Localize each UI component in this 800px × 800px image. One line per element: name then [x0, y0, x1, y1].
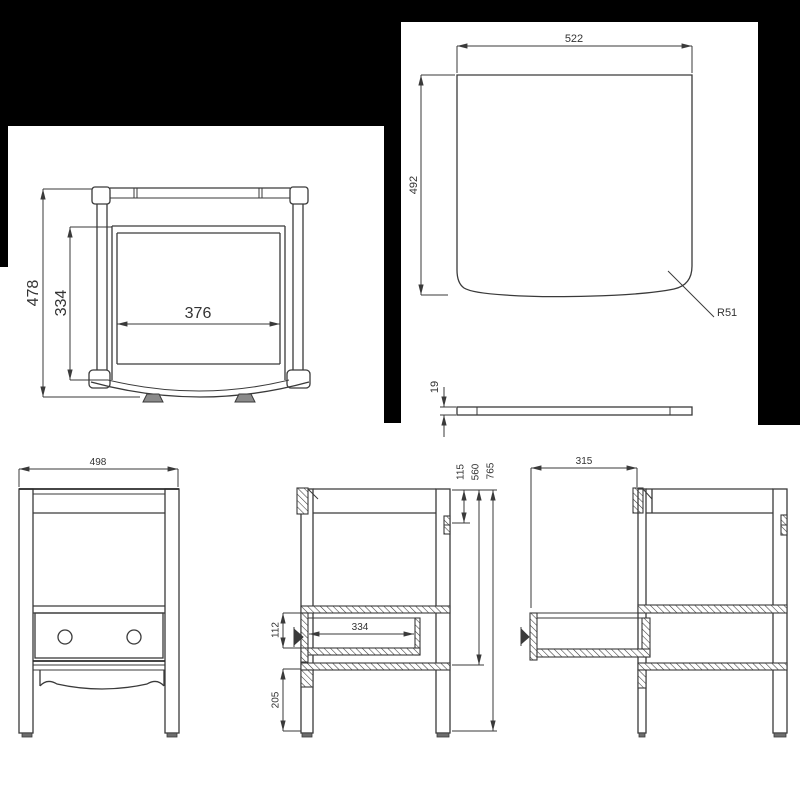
section-top-rail — [313, 488, 436, 514]
side-section-view: 334 112 205 115 560 765 — [271, 462, 497, 738]
section-mid-rail — [300, 605, 451, 614]
seat-edge-ticks — [476, 407, 671, 415]
front-lower-rail — [33, 664, 165, 671]
dim-label-112: 112 — [271, 622, 282, 638]
open-leg-hatch — [637, 669, 647, 689]
front-apron-curve — [39, 680, 165, 690]
plan-corner-block-left — [91, 186, 111, 205]
front-knob-right — [126, 629, 142, 645]
front-view: 498 — [18, 457, 180, 738]
section-corner-block — [296, 487, 309, 515]
front-apron-sides — [39, 670, 165, 686]
redaction-right-strip — [758, 0, 800, 425]
front-drawer-rail-top — [33, 605, 165, 614]
dim-label-522: 522 — [565, 33, 583, 45]
seat-edge-profile — [456, 406, 693, 416]
plan-rail-ticks — [133, 188, 263, 198]
side-open-view: 315 — [520, 456, 788, 738]
section-wedge-icon — [294, 628, 304, 646]
front-leg-left — [18, 488, 34, 734]
open-corner-chamfer — [642, 488, 653, 500]
section-lower-rail — [300, 662, 451, 671]
open-wedge-icon — [521, 628, 530, 645]
redaction-left-strip — [0, 0, 8, 267]
seat-dim-ext-19 — [440, 406, 456, 416]
section-corner-chamfer — [307, 488, 319, 500]
redaction-blocks — [0, 0, 800, 425]
open-drawer-front — [529, 612, 538, 661]
seat-dim-ext-522 — [456, 46, 693, 73]
plan-foot-right — [234, 393, 256, 403]
open-mid-rail — [637, 604, 788, 614]
open-drawer-bottom — [536, 648, 651, 658]
open-drawer-top-lines — [530, 612, 650, 619]
redaction-center-strip — [384, 0, 401, 423]
dim-label-478: 478 — [25, 280, 42, 307]
plan-front-curve-outer — [90, 381, 310, 398]
front-foot-right — [166, 732, 178, 738]
dim-label-334-section: 334 — [352, 622, 369, 633]
section-drawer-bottom — [307, 647, 421, 656]
redaction-topleft-box — [0, 0, 401, 126]
dim-label-492: 492 — [408, 176, 420, 194]
plan-view: 478 334 376 — [25, 186, 311, 403]
front-drawer-front — [34, 612, 164, 659]
seat-panel-outline — [456, 74, 693, 298]
dim-label-115: 115 — [456, 464, 467, 480]
dim-label-560: 560 — [471, 463, 482, 480]
open-dim-ext-315 — [530, 468, 638, 608]
front-foot-left — [21, 732, 33, 738]
dim-label-498: 498 — [90, 457, 107, 468]
section-leg-hatch — [300, 669, 314, 688]
section-foot-left — [301, 732, 313, 738]
dim-label-315: 315 — [576, 456, 593, 467]
seat-top-view: 522 492 R51 19 — [408, 33, 737, 437]
dim-label-765: 765 — [486, 462, 497, 479]
open-top-rail — [646, 488, 773, 514]
open-foot-right — [773, 732, 787, 738]
dim-label-19: 19 — [429, 381, 441, 393]
seat-dim-ext-492 — [421, 74, 455, 296]
front-leg-right — [164, 488, 180, 734]
dim-label-376: 376 — [185, 305, 212, 322]
dim-label-r51: R51 — [717, 307, 737, 319]
plan-dim-ext-334 — [70, 226, 112, 381]
plan-inner-opening — [111, 225, 286, 380]
section-dim-ext-112 — [283, 612, 308, 649]
plan-corner-block-right — [289, 186, 309, 205]
open-foot-left — [638, 732, 646, 738]
section-foot-right — [436, 732, 450, 738]
section-dim-ext-205 — [283, 668, 301, 732]
plan-dim-ext-478 — [43, 188, 140, 398]
open-lower-rail — [637, 662, 788, 671]
plan-foot-left — [142, 393, 164, 403]
plan-bottom-block-left — [88, 369, 111, 389]
plan-front-curve-inner — [107, 379, 290, 392]
front-knob-left — [57, 629, 73, 645]
plan-bottom-block-right — [286, 369, 311, 389]
dim-label-205: 205 — [271, 691, 282, 708]
dim-label-334-plan: 334 — [53, 290, 70, 317]
seat-radius-leader — [667, 270, 715, 318]
front-dim-ext-498 — [18, 469, 179, 487]
plan-side-members — [96, 204, 304, 370]
